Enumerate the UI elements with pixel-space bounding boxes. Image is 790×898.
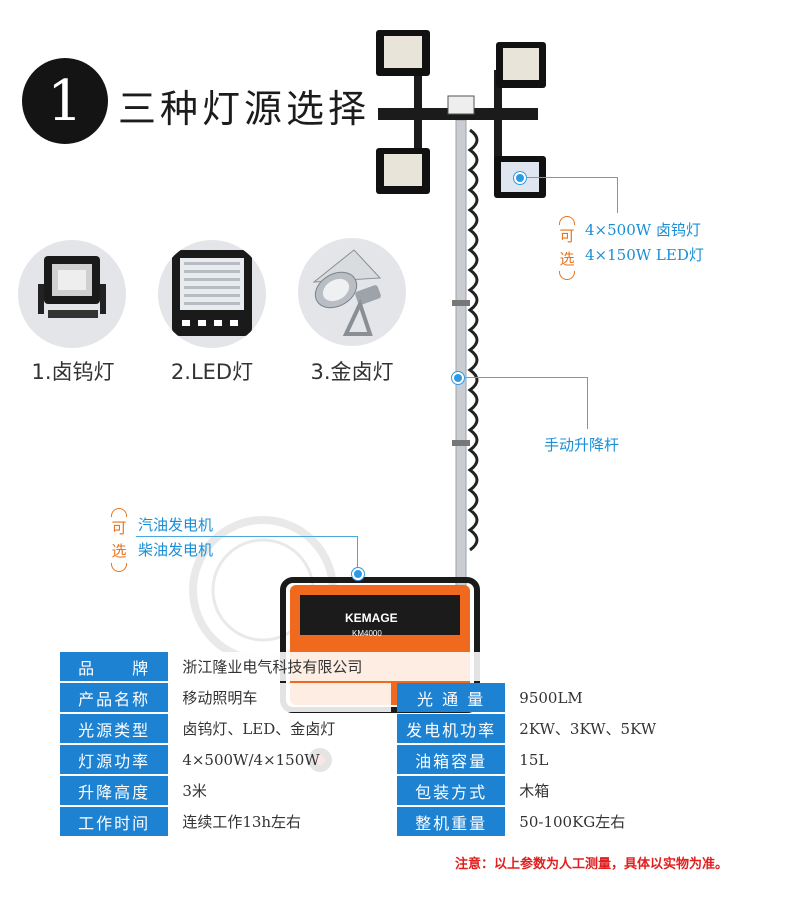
- spec-value: 9500LM: [505, 683, 728, 712]
- spec-value: 3米: [168, 776, 391, 805]
- spec-key: 包装方式: [396, 776, 506, 805]
- lamp-head: [376, 30, 546, 198]
- metal-halide-lamp-thumbnail: [298, 238, 406, 346]
- mast-callout-dot: [452, 372, 464, 384]
- spec-value: 浙江隆业电气科技有限公司: [168, 652, 728, 681]
- lamp-callout-line-h: [526, 177, 618, 178]
- generator-option-tag-text: 可选: [111, 519, 127, 560]
- halogen-lamp-thumbnail: [18, 240, 126, 348]
- lamp-option-tag: 可选: [556, 216, 578, 280]
- mast-callout-line-h: [464, 377, 588, 378]
- lamp-option-1: 4×500W 卤钨灯: [585, 221, 701, 239]
- spec-key: 升降高度: [60, 776, 169, 805]
- spec-value: 木箱: [505, 776, 728, 805]
- lamp-option-2: 4×150W LED灯: [585, 246, 704, 264]
- spec-key: 产品名称: [60, 683, 169, 712]
- spec-value: 连续工作13h左右: [168, 807, 391, 836]
- lamp-option-label-halogen: 1.卤钨灯: [31, 360, 115, 384]
- halogen-lamp-icon: [38, 256, 106, 318]
- spec-value: 50-100KG左右: [505, 807, 728, 836]
- generator-option-1: 汽油发电机: [138, 516, 214, 534]
- lamp-option-label-led: 2.LED灯: [170, 360, 254, 384]
- led-floodlight-icon: [172, 250, 252, 336]
- lamp-callout-line-v: [617, 177, 618, 213]
- spec-value: 2KW、3KW、5KW: [505, 714, 728, 743]
- generator-option-2: 柴油发电机: [138, 541, 214, 559]
- spec-key: 光源类型: [60, 714, 169, 743]
- lamp-option-tag-text: 可选: [559, 227, 575, 268]
- mast-callout-label: 手动升降杆: [544, 436, 620, 454]
- section-number-badge: 1: [22, 58, 108, 144]
- generator-callout-dot: [352, 568, 364, 580]
- spec-key: 灯源功率: [60, 745, 169, 774]
- spec-key: 油箱容量: [396, 745, 506, 774]
- disclaimer-note: 注意：以上参数为人工测量，具体以实物为准。: [454, 857, 728, 872]
- spec-value: 移动照明车: [168, 683, 391, 712]
- generator-brand-text: KEMAGE: [345, 611, 398, 625]
- metal-halide-lamp-icon: [312, 249, 382, 336]
- generator-callout-line-v: [357, 536, 358, 572]
- lamp-option-label-metal-halide: 3.金卤灯: [310, 360, 394, 384]
- spec-row: 品 牌浙江隆业电气科技有限公司: [60, 652, 728, 681]
- spec-key: 光 通 量: [396, 683, 506, 712]
- spec-key: 品 牌: [60, 652, 169, 681]
- lamp-callout-dot: [514, 172, 526, 184]
- led-floodlight-thumbnail: [158, 240, 266, 348]
- generator-model-text: KM4000: [352, 629, 382, 638]
- page-title: 三种灯源选择: [118, 87, 371, 131]
- spec-key: 工作时间: [60, 807, 169, 836]
- spec-key: 整机重量: [396, 807, 506, 836]
- spec-value: 4×500W/4×150W: [168, 745, 391, 774]
- spec-key: 发电机功率: [396, 714, 506, 743]
- generator-callout-line-h: [136, 536, 358, 537]
- spec-value: 卤钨灯、LED、金卤灯: [168, 714, 391, 743]
- spec-value: 15L: [505, 745, 728, 774]
- generator-option-tag: 可选: [108, 508, 130, 572]
- mast-callout-line-v: [587, 377, 588, 429]
